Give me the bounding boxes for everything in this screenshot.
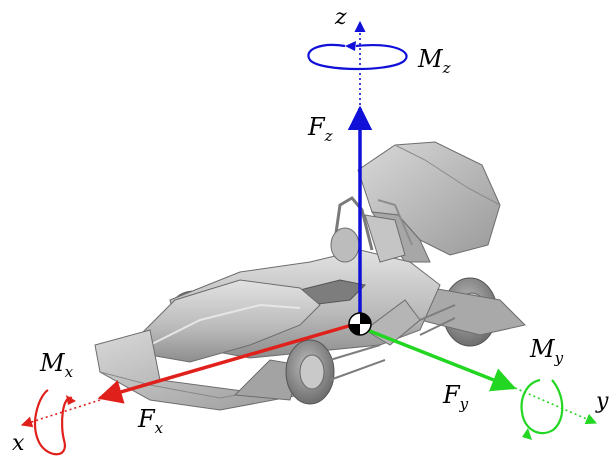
Fy-arrow: [361, 326, 517, 392]
Mx-label: Mx: [39, 349, 74, 381]
Mz-moment-arc: [307, 43, 408, 71]
Mx-moment-arc: [33, 389, 73, 456]
z-axis-label: z: [334, 5, 347, 30]
Fx-arrow: [97, 323, 353, 404]
Fy-label: Fy: [442, 381, 469, 413]
x-axis-label: x: [12, 431, 25, 456]
My-moment-arc: [520, 378, 564, 435]
Fz-label: Fz: [307, 113, 333, 145]
Mz-arrowhead-icon: [345, 41, 356, 51]
x-axis-dotted-line: [20, 399, 101, 428]
Mz-label: Mz: [417, 45, 451, 77]
y-axis-dotted-line: [514, 387, 598, 425]
Fx-label: Fx: [137, 405, 164, 437]
My-arrowhead-icon: [522, 428, 532, 440]
z-axis: [307, 20, 408, 322]
formula-student-car-icon: [94, 141, 526, 411]
My-label: My: [529, 335, 564, 367]
cog-marker-icon: [348, 312, 372, 336]
Mx-arrowhead-icon: [66, 395, 76, 405]
x-axis: [20, 323, 353, 456]
y-axis: [361, 326, 598, 440]
y-axis-label: y: [595, 389, 609, 414]
